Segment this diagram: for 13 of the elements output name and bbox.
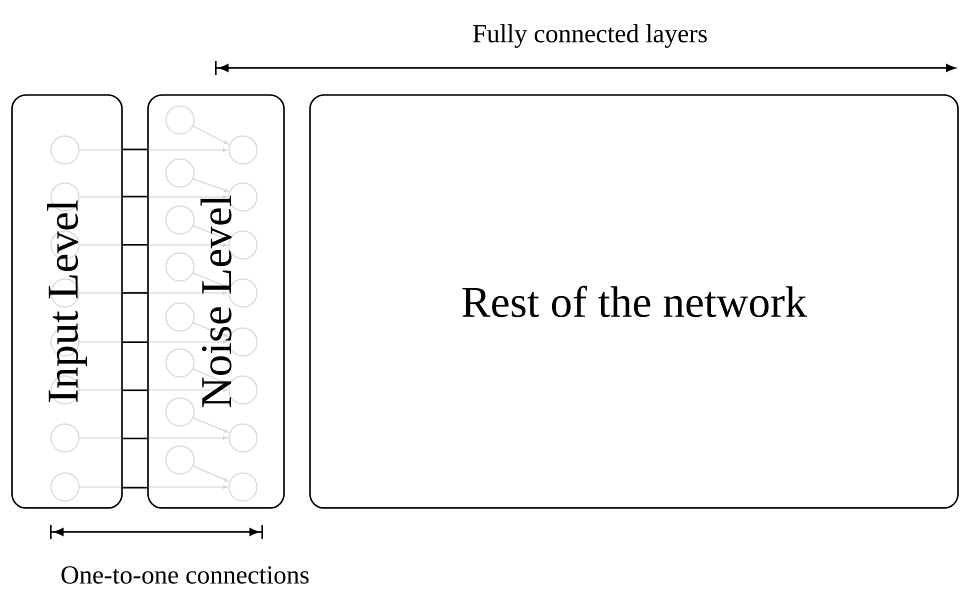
connection-line [122,244,148,246]
connection-line [122,486,148,489]
dimension-label: Fully connected layers [473,24,707,48]
connection-line [122,196,148,198]
connection-line [122,438,148,440]
connection-line [122,148,148,150]
connection-line [122,341,148,343]
layer-box: Rest of the network [309,94,959,509]
connection-line [122,390,148,392]
layer-box: Noise Level [147,94,285,509]
layer-box: Input Level [11,94,123,509]
dimension-label: One-to-one connections [62,566,309,584]
connection-line [122,292,148,294]
